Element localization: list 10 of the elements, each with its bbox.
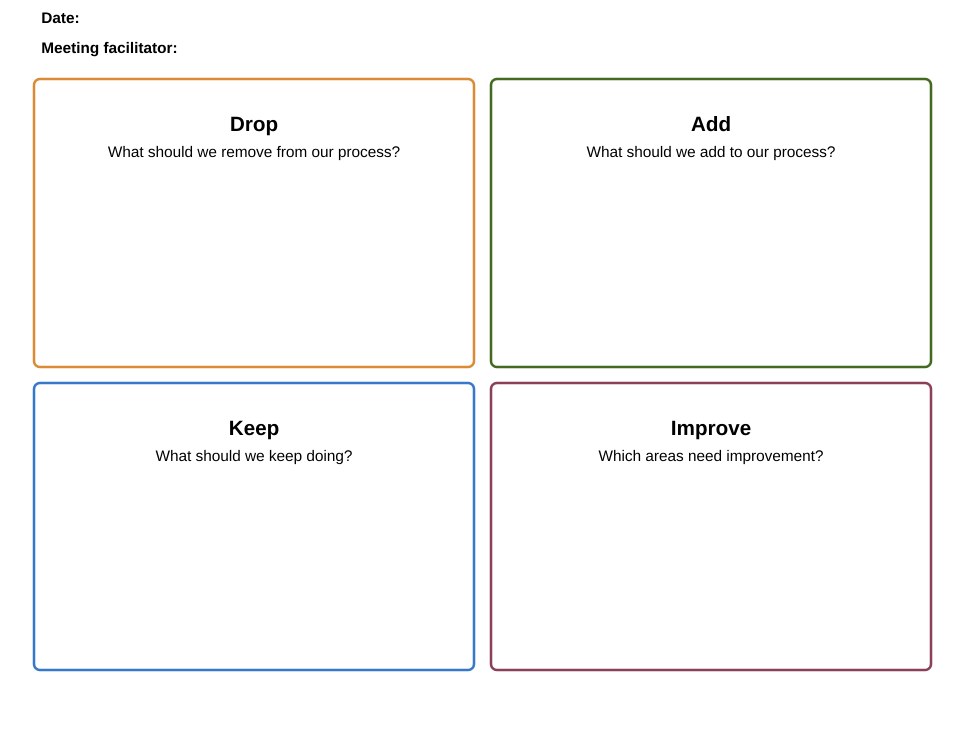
quadrant-heading: Drop [231,116,278,136]
quadrant-question: Which areas need improvement? [598,450,823,464]
quadrant-question: What should we keep doing? [156,450,352,464]
quadrant-question: What should we add to our process? [586,146,835,160]
quadrant-question: What should we remove from our process? [108,146,400,160]
form-label: Date: [42,12,78,24]
form-label: Meeting facilitator: [42,42,176,56]
quadrant-heading: Keep [230,420,278,440]
quadrant-heading: Improve [672,420,750,440]
quadrant-heading: Add [691,116,730,132]
